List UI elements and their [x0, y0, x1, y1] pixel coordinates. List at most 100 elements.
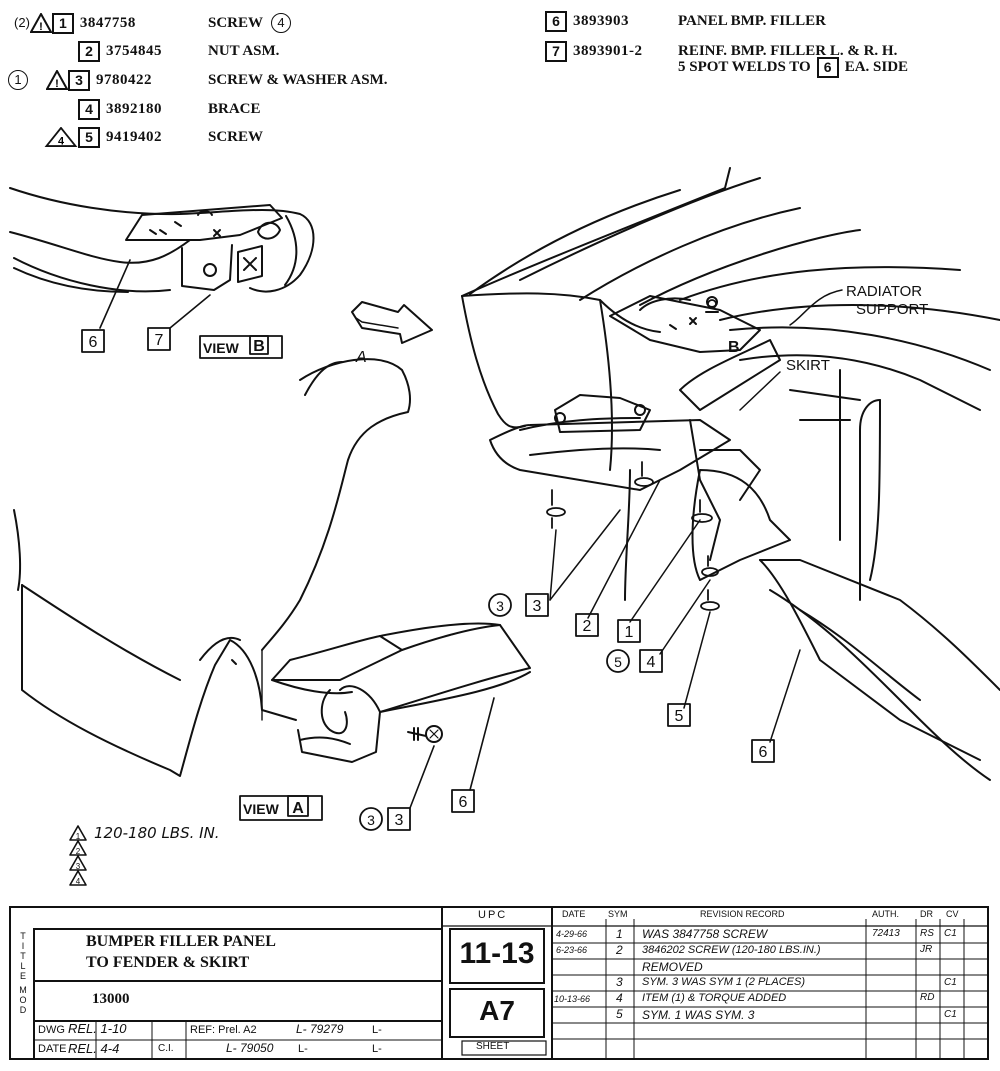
skirt-label: SKIRT — [786, 357, 830, 374]
parts-list-row: 7 3893901-2 — [545, 40, 643, 62]
parts-list-desc-row: BRACE — [208, 98, 261, 120]
rev-text: SYM. 3 WAS SYM 1 (2 PLACES) — [642, 976, 806, 988]
rev-dr: RD — [920, 992, 935, 1003]
view-a-box-label: A — [292, 800, 304, 817]
part-number: 3754845 — [106, 42, 162, 59]
warning-triangle-icon: ! — [29, 13, 52, 33]
upc-value: 11-13 — [459, 937, 535, 970]
ci-label: C.I. — [158, 1043, 174, 1054]
view-a-arrow-icon — [351, 301, 433, 344]
part-number: 9780422 — [96, 71, 152, 88]
view-b-box-label: B — [253, 338, 265, 355]
warning-triangle-icon: ! — [46, 70, 68, 90]
rev-sym: 4 — [616, 991, 623, 1005]
label-3b-circle: 3 — [367, 812, 375, 828]
part-description-line2b: EA. SIDE — [844, 58, 909, 75]
rev-cv: C1 — [944, 928, 957, 939]
view-a-detail — [261, 622, 531, 809]
parts-list-desc-row: SCREW — [208, 126, 263, 148]
svg-text:1: 1 — [76, 832, 81, 841]
note-circle: 4 — [271, 13, 292, 33]
parts-list-desc-row: SCREW 4 — [208, 12, 292, 34]
item-number-box: 6 — [545, 10, 567, 32]
item-number-box: 5 — [78, 126, 100, 148]
ref-l1: L- 79279 — [296, 1022, 344, 1036]
dwg-label: DWG — [38, 1024, 65, 1036]
label-2: 2 — [583, 618, 592, 635]
rev-date: 6-23-66 — [556, 945, 588, 955]
drawing-title-line2: TO FENDER & SKIRT — [86, 954, 250, 971]
warning-triangle-icon — [69, 870, 87, 886]
svg-text:4: 4 — [58, 135, 64, 147]
parts-list-row: 6 3893903 — [545, 10, 629, 32]
ref-l5: L- — [372, 1043, 382, 1055]
label-5-box: 5 — [675, 708, 684, 725]
label-6: 6 — [89, 334, 98, 351]
label-3-circle: 3 — [496, 598, 504, 614]
item-number-box: 7 — [545, 40, 567, 62]
radiator-support-label-2: SUPPORT — [856, 301, 928, 318]
view-b-detail — [9, 187, 315, 329]
rev-date: 10-13-66 — [554, 994, 591, 1004]
rev-text: 3846202 SCREW (120-180 LBS.IN.) — [642, 944, 821, 956]
view-b-frame — [199, 335, 283, 359]
warning-triangle-icon — [69, 840, 87, 856]
parts-list-row: 4 5 9419402 — [44, 126, 162, 148]
rev-header-cv: CV — [946, 909, 959, 919]
part-description: BRACE — [208, 100, 261, 117]
svg-text:3: 3 — [76, 862, 81, 871]
ref-label: REF: Prel. A2 — [190, 1024, 257, 1036]
callout-labels: 6 7 VIEW B A RADIATOR SUPPORT SKIRT B 3 … — [89, 283, 929, 829]
parts-list-desc-row: 5 SPOT WELDS TO 6 EA. SIDE — [678, 56, 908, 78]
rev-sym: 3 — [616, 975, 623, 989]
rev-dr: RS — [920, 928, 934, 939]
symbol-mark: (2) — [14, 15, 30, 30]
date-value: REL. 4-4 — [68, 1041, 120, 1056]
label-6-right: 6 — [759, 744, 768, 761]
label-3b-box: 3 — [395, 812, 404, 829]
label-4: 4 — [647, 654, 656, 671]
rev-text: SYM. 1 WAS SYM. 3 — [642, 1008, 755, 1022]
part-number: 3893903 — [573, 12, 629, 29]
rev-header-record: REVISION RECORD — [700, 909, 785, 919]
front-end-assembly — [461, 167, 1000, 781]
callouts — [81, 327, 775, 831]
ref-l4: L- — [372, 1024, 382, 1036]
part-description: SCREW — [208, 14, 264, 31]
symbol-mark: 1 — [8, 70, 28, 90]
drawing-title-line1: BUMPER FILLER PANEL — [86, 933, 276, 950]
rev-sym: 2 — [616, 943, 623, 957]
upc-label: UPC — [478, 909, 508, 921]
dwg-value: REL. 1-10 — [68, 1021, 127, 1036]
title-block — [9, 906, 989, 1060]
parts-list-desc-row: SCREW & WASHER ASM. — [208, 69, 388, 91]
rev-text: WAS 3847758 SCREW — [642, 927, 768, 941]
label-5-circle: 5 — [614, 654, 622, 670]
label-6-bottom: 6 — [459, 794, 468, 811]
callout-box — [525, 593, 549, 617]
b-mark: B — [728, 339, 740, 356]
ref-l3: L- — [298, 1043, 308, 1055]
rev-header-date: DATE — [562, 909, 586, 919]
warning-triangle-icon — [69, 825, 87, 841]
callout-box — [667, 703, 691, 727]
svg-text:!: ! — [39, 21, 43, 33]
parts-list-row: (2) ! 1 3847758 — [14, 12, 136, 34]
parts-list-row: 2 3754845 — [78, 40, 162, 62]
part-number: 3847758 — [79, 14, 136, 31]
callout-box — [617, 619, 641, 643]
rev-cv: C1 — [944, 1009, 957, 1020]
rev-date: 4-29-66 — [556, 929, 588, 939]
rev-cv: C1 — [944, 977, 957, 988]
part-description-line2: 5 SPOT WELDS TO — [678, 58, 811, 75]
view-b-inner-box — [249, 335, 269, 355]
part-description: SCREW — [208, 128, 264, 145]
item-number-box: 4 — [78, 98, 100, 120]
parts-list-desc-row: NUT ASM. — [208, 40, 279, 62]
torque-note: 1 2 3 4 120-180 LBS. IN. — [69, 824, 220, 886]
callout-box — [81, 329, 105, 353]
part-number: 3892180 — [106, 100, 162, 117]
rev-dr: JR — [920, 944, 933, 955]
